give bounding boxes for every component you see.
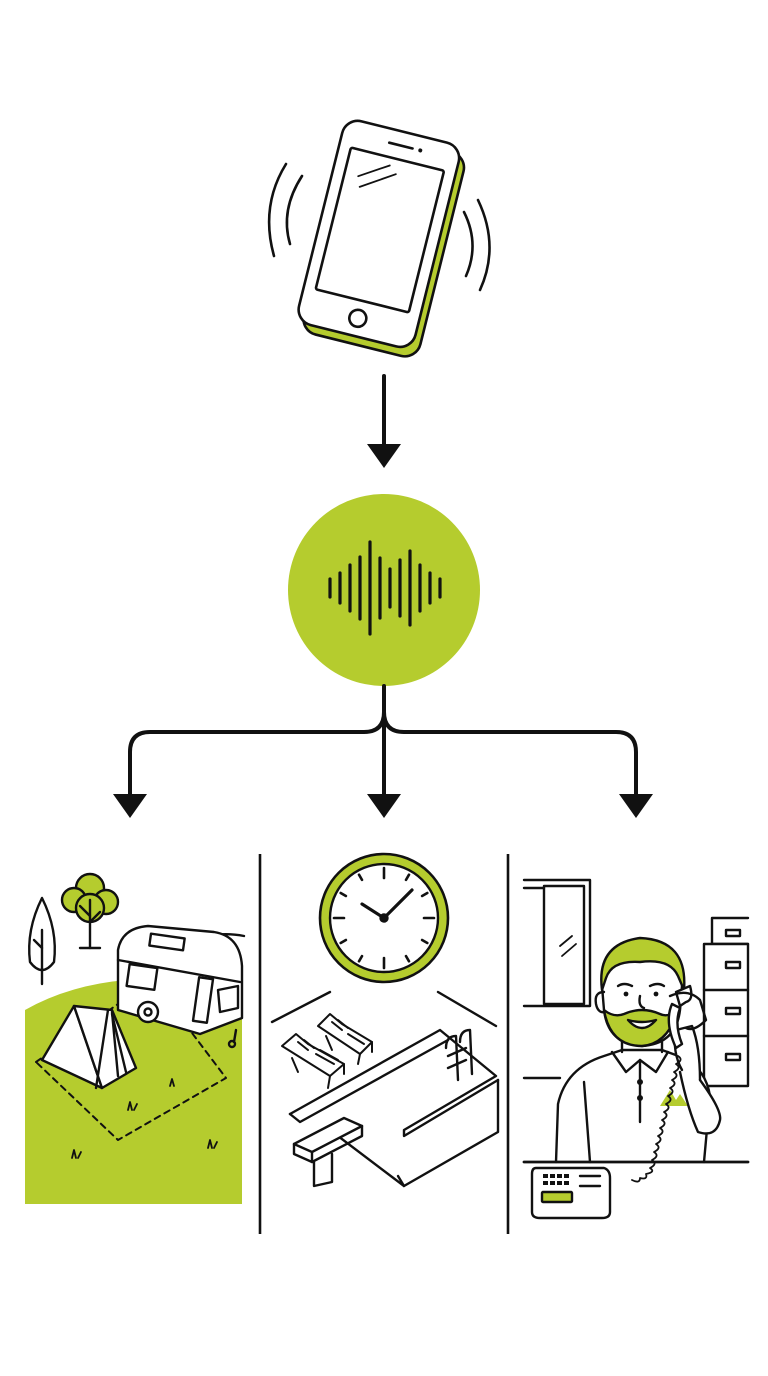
tree-tall xyxy=(28,896,56,986)
swimming-pool xyxy=(288,1028,500,1188)
clock-tick xyxy=(357,954,364,963)
keypad-key xyxy=(557,1181,562,1185)
tent xyxy=(40,1004,138,1090)
lounge-chairs xyxy=(281,1013,373,1089)
receptionist xyxy=(554,936,722,1164)
receptionist-on-phone-icon xyxy=(522,878,750,1220)
telephone-handset xyxy=(667,984,693,1050)
keypad-key xyxy=(550,1181,555,1185)
branch-arrows xyxy=(128,684,638,798)
clock-tick xyxy=(420,938,429,945)
diving-board xyxy=(292,1116,364,1188)
clock-tick xyxy=(357,873,364,882)
clock-minute-hand xyxy=(382,888,414,920)
keypad-key xyxy=(564,1181,569,1185)
keypad-key xyxy=(557,1174,562,1178)
hub-circle xyxy=(288,494,480,686)
keypad-key xyxy=(564,1174,569,1178)
phone-cord xyxy=(631,1055,682,1183)
window xyxy=(522,878,592,1008)
clock-tick xyxy=(404,873,411,882)
phone-screen xyxy=(314,146,445,314)
tree-round xyxy=(60,872,120,950)
vibration-waves-left xyxy=(267,162,304,258)
clock-and-pool-icon xyxy=(270,852,500,1188)
clock-tick xyxy=(420,891,429,898)
clock-tick xyxy=(339,891,348,898)
keypad-key xyxy=(543,1174,548,1178)
arrow-down-to-hub xyxy=(367,374,401,468)
sound-wave-icon xyxy=(288,494,480,686)
arrow-head-left xyxy=(113,794,147,818)
keypad-key xyxy=(543,1181,548,1185)
vibration-waves-right xyxy=(462,198,491,292)
clock-tick xyxy=(404,954,411,963)
keypad-key xyxy=(550,1174,555,1178)
caravan xyxy=(116,924,244,1049)
arrow-head-center xyxy=(367,794,401,818)
filing-cabinet xyxy=(702,916,750,1088)
tent-and-caravan-icon xyxy=(25,872,246,1204)
arrow-head-right xyxy=(619,794,653,818)
clock-tick xyxy=(339,938,348,945)
pitch-boundary xyxy=(35,979,227,1141)
desk-telephone xyxy=(530,1166,612,1220)
phone-home-button xyxy=(348,308,368,329)
wall-clock xyxy=(318,852,450,984)
vibrating-phone-icon xyxy=(267,119,491,358)
